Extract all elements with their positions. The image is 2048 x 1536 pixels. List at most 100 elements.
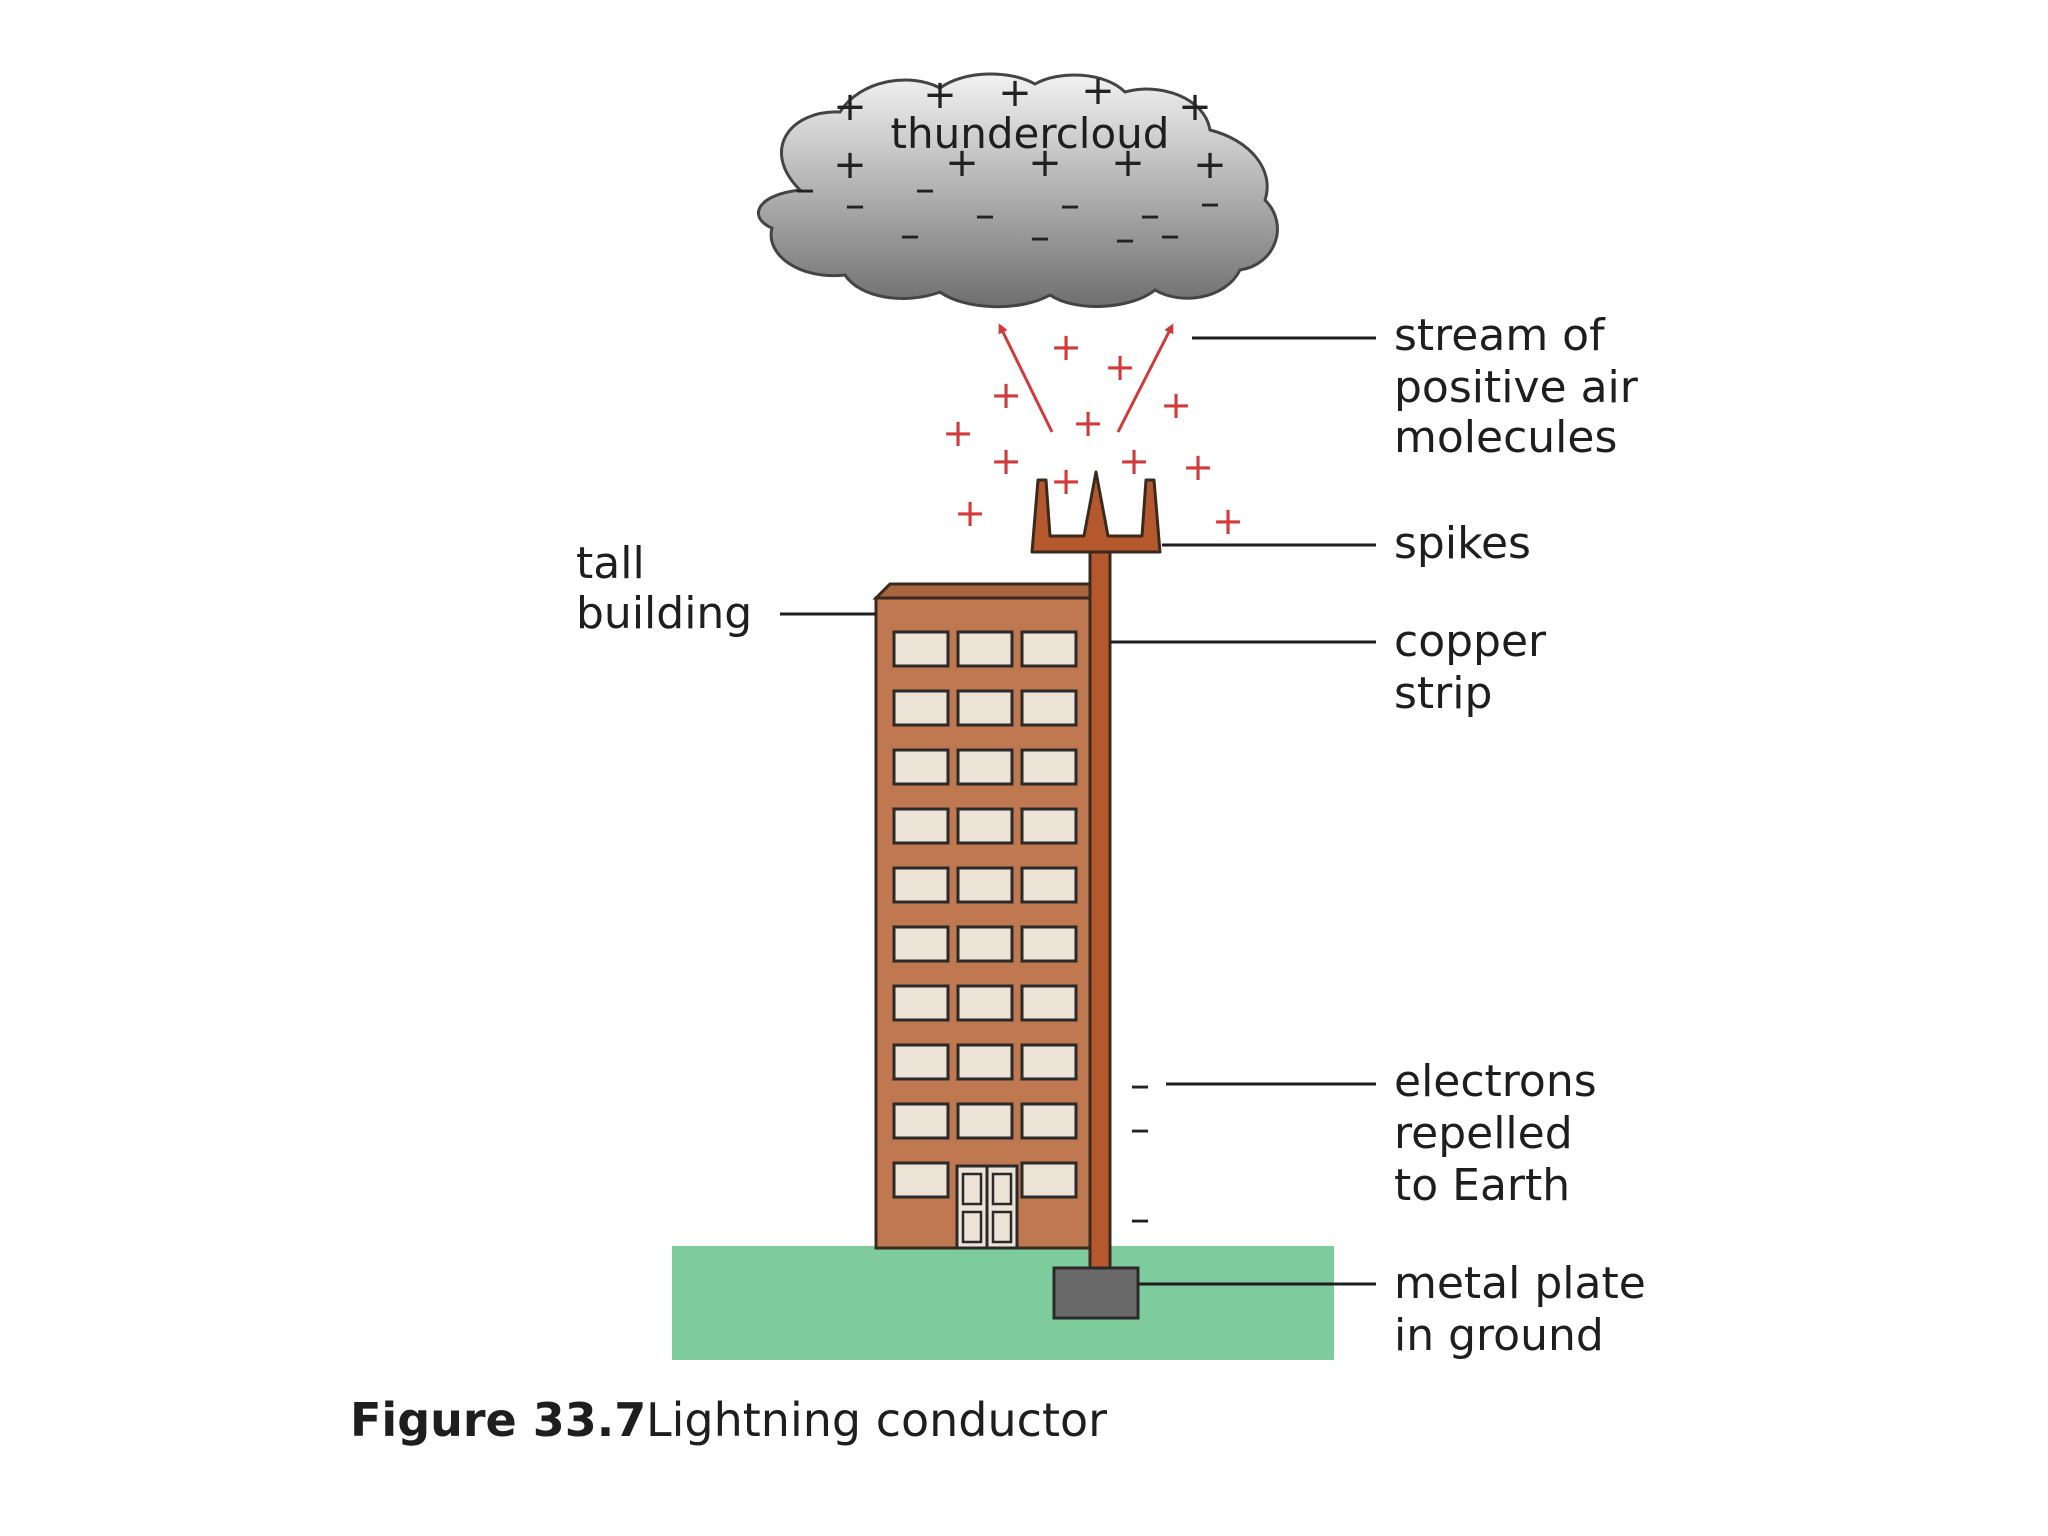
building-window	[892, 866, 950, 904]
cloud-negative-charge: –	[1140, 192, 1160, 238]
svg-text:electrons: electrons	[1394, 1056, 1597, 1107]
cloud-negative-charge: –	[975, 192, 995, 238]
cloud-positive-charge: +	[945, 140, 979, 186]
positive-ion: +	[1072, 401, 1104, 445]
positive-ion: +	[990, 373, 1022, 417]
building-window	[1020, 807, 1078, 845]
building-window	[892, 689, 950, 727]
building-window	[956, 984, 1014, 1022]
positive-ion: +	[954, 491, 986, 535]
cloud-label: thundercloud	[891, 109, 1170, 158]
spikes-label: spikes	[1394, 518, 1531, 569]
positive-ion: +	[1212, 499, 1244, 543]
electrons-label: electrons repelled to Earth	[1394, 1056, 1597, 1211]
building-window	[892, 1043, 950, 1081]
svg-text:repelled: repelled	[1394, 1108, 1573, 1159]
cloud-positive-charge: +	[1081, 68, 1115, 114]
cloud-positive-charge: +	[1028, 140, 1062, 186]
cloud-negative-charge: –	[1200, 180, 1220, 226]
building-window	[892, 984, 950, 1022]
cloud-positive-charge: +	[1178, 84, 1212, 130]
positive-ion: +	[1050, 459, 1082, 503]
building-window	[1020, 866, 1078, 904]
svg-text:building: building	[576, 588, 752, 639]
positive-ion: +	[990, 439, 1022, 483]
cloud-charges: ++++++++++–––––––––––	[795, 68, 1227, 262]
cloud-shape	[757, 72, 1279, 309]
building-window	[1020, 1102, 1078, 1140]
cloud-negative-charge: –	[915, 166, 935, 212]
cloud-positive-charge: +	[998, 70, 1032, 116]
figure-caption: Figure 33.7 Lightning conductor	[350, 1393, 1107, 1447]
cloud-negative-charge: –	[795, 166, 815, 212]
cloud-positive-charge: +	[1193, 142, 1227, 188]
positive-ion: +	[1182, 445, 1214, 489]
building-door	[955, 1164, 1019, 1250]
building-window	[956, 689, 1014, 727]
building-roof-edge	[872, 582, 1102, 600]
svg-text:positive air: positive air	[1394, 362, 1639, 413]
building-window	[956, 807, 1014, 845]
building-window	[892, 1161, 950, 1199]
cloud-negative-charge: –	[845, 182, 865, 228]
caption-title: Lightning conductor	[646, 1393, 1107, 1447]
positive-air-molecules: ++++++++++++	[942, 325, 1244, 543]
building-window	[892, 807, 950, 845]
electrons: – – –	[1130, 1062, 1150, 1242]
building-window	[956, 630, 1014, 668]
building-window	[1020, 748, 1078, 786]
building-window	[1020, 984, 1078, 1022]
building-window	[1020, 925, 1078, 963]
cloud-negative-charge: –	[1030, 214, 1050, 260]
stream-label: stream of positive air molecules	[1394, 310, 1639, 463]
positive-ion: +	[1050, 325, 1082, 369]
cloud-positive-charge: +	[833, 142, 867, 188]
building-window	[892, 925, 950, 963]
positive-ion: +	[942, 411, 974, 455]
spikes	[1030, 470, 1162, 554]
building-window	[956, 1043, 1014, 1081]
svg-text:strip: strip	[1394, 668, 1492, 719]
building-label: tall building	[576, 538, 752, 639]
building-window	[1020, 689, 1078, 727]
cloud-negative-charge: –	[1160, 212, 1180, 258]
building-window	[956, 1102, 1014, 1140]
building-window	[956, 925, 1014, 963]
copper-label: copper strip	[1394, 616, 1547, 719]
metal-plate	[1052, 1266, 1140, 1320]
building-window	[956, 866, 1014, 904]
building-window	[892, 1102, 950, 1140]
building-window	[1020, 630, 1078, 668]
building-window	[1020, 1161, 1078, 1199]
ground	[672, 1246, 1334, 1360]
svg-text:in ground: in ground	[1394, 1310, 1604, 1361]
cloud-positive-charge: +	[833, 84, 867, 130]
building-window	[892, 630, 950, 668]
cloud-negative-charge: –	[900, 212, 920, 258]
svg-text:tall: tall	[576, 538, 645, 589]
svg-text:molecules: molecules	[1394, 412, 1617, 463]
thundercloud: thundercloud ++++++++++–––––––––––	[757, 68, 1279, 309]
tall-building	[872, 582, 1102, 1250]
positive-ion: +	[1118, 439, 1150, 483]
electron-mark-3: –	[1130, 1196, 1150, 1242]
lightning-conductor	[1030, 470, 1162, 1272]
ion-arrow-left	[998, 323, 1054, 433]
positive-ion: +	[1160, 383, 1192, 427]
svg-text:copper: copper	[1394, 616, 1547, 667]
svg-text:metal plate: metal plate	[1394, 1258, 1646, 1309]
plate-label: metal plate in ground	[1394, 1258, 1646, 1361]
svg-text:stream of: stream of	[1394, 310, 1606, 361]
svg-text:to Earth: to Earth	[1394, 1160, 1570, 1211]
caption-number: Figure 33.7	[350, 1393, 646, 1447]
cloud-negative-charge: –	[1060, 182, 1080, 228]
ion-arrow-right	[1116, 323, 1174, 433]
building-windows	[892, 630, 1078, 1199]
electron-mark-2: –	[1130, 1106, 1150, 1152]
cloud-negative-charge: –	[1115, 216, 1135, 262]
cloud-positive-charge: +	[923, 72, 957, 118]
cloud-positive-charge: +	[1111, 140, 1145, 186]
electron-mark-1: –	[1130, 1062, 1150, 1108]
positive-ion: +	[1104, 345, 1136, 389]
